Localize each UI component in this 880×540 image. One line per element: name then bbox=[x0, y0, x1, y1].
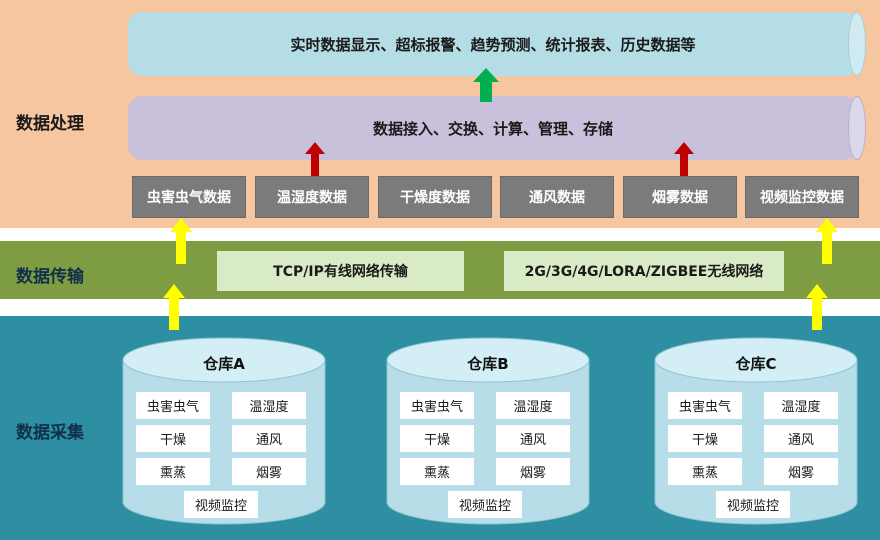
sensor-ventilation: 通风 bbox=[496, 425, 570, 452]
green-up-arrow-icon bbox=[473, 68, 499, 102]
sensor-dryness: 干燥 bbox=[136, 425, 210, 452]
sensor-video: 视频监控 bbox=[448, 491, 522, 518]
sensor-video: 视频监控 bbox=[716, 491, 790, 518]
collection-layer-label: 数据采集 bbox=[16, 423, 84, 443]
pipe-end-cap bbox=[848, 96, 866, 160]
sensor-pest-gas: 虫害虫气 bbox=[668, 392, 742, 419]
data-type-temp-humidity: 温湿度数据 bbox=[255, 176, 369, 218]
red-up-arrow-icon bbox=[305, 142, 325, 176]
pipe-end-cap bbox=[848, 12, 866, 76]
wireless-network-box: 2G/3G/4G/LORA/ZIGBEE无线网络 bbox=[504, 251, 784, 291]
red-up-arrow-icon bbox=[674, 142, 694, 176]
warehouse-a: 仓库A 虫害虫气 温湿度 干燥 通风 熏蒸 烟雾 视频监控 bbox=[122, 336, 326, 526]
sensor-fumigation: 熏蒸 bbox=[136, 458, 210, 485]
transport-layer-label: 数据传输 bbox=[16, 267, 84, 287]
sensor-smoke: 烟雾 bbox=[496, 458, 570, 485]
sensor-temp-humidity: 温湿度 bbox=[232, 392, 306, 419]
warehouse-c: 仓库C 虫害虫气 温湿度 干燥 通风 熏蒸 烟雾 视频监控 bbox=[654, 336, 858, 526]
application-pipe: 实时数据显示、超标报警、趋势预测、统计报表、历史数据等 bbox=[128, 12, 866, 76]
sensor-ventilation: 通风 bbox=[232, 425, 306, 452]
sensor-video: 视频监控 bbox=[184, 491, 258, 518]
yellow-up-arrow-icon bbox=[816, 218, 838, 264]
sensor-temp-humidity: 温湿度 bbox=[496, 392, 570, 419]
sensor-dryness: 干燥 bbox=[400, 425, 474, 452]
sensor-smoke: 烟雾 bbox=[764, 458, 838, 485]
yellow-up-arrow-icon bbox=[170, 218, 192, 264]
data-type-ventilation: 通风数据 bbox=[500, 176, 614, 218]
data-type-dryness: 干燥度数据 bbox=[378, 176, 492, 218]
data-type-pest-gas: 虫害虫气数据 bbox=[132, 176, 246, 218]
sensor-fumigation: 熏蒸 bbox=[400, 458, 474, 485]
warehouse-b: 仓库B 虫害虫气 温湿度 干燥 通风 熏蒸 烟雾 视频监控 bbox=[386, 336, 590, 526]
data-type-video: 视频监控数据 bbox=[745, 176, 859, 218]
sensor-ventilation: 通风 bbox=[764, 425, 838, 452]
yellow-up-arrow-icon bbox=[163, 284, 185, 330]
yellow-up-arrow-icon bbox=[806, 284, 828, 330]
sensor-dryness: 干燥 bbox=[668, 425, 742, 452]
sensor-temp-humidity: 温湿度 bbox=[764, 392, 838, 419]
data-type-smoke: 烟雾数据 bbox=[623, 176, 737, 218]
sensor-pest-gas: 虫害虫气 bbox=[400, 392, 474, 419]
sensor-fumigation: 熏蒸 bbox=[668, 458, 742, 485]
processing-layer-label: 数据处理 bbox=[16, 114, 84, 134]
warehouse-name: 仓库A bbox=[203, 355, 245, 373]
warehouse-name: 仓库C bbox=[735, 355, 777, 373]
wired-network-box: TCP/IP有线网络传输 bbox=[217, 251, 464, 291]
warehouse-name: 仓库B bbox=[467, 355, 509, 373]
sensor-smoke: 烟雾 bbox=[232, 458, 306, 485]
platform-pipe-label: 数据接入、交换、计算、管理、存储 bbox=[372, 119, 613, 138]
platform-pipe: 数据接入、交换、计算、管理、存储 bbox=[128, 96, 866, 160]
sensor-pest-gas: 虫害虫气 bbox=[136, 392, 210, 419]
application-pipe-label: 实时数据显示、超标报警、趋势预测、统计报表、历史数据等 bbox=[290, 35, 696, 54]
